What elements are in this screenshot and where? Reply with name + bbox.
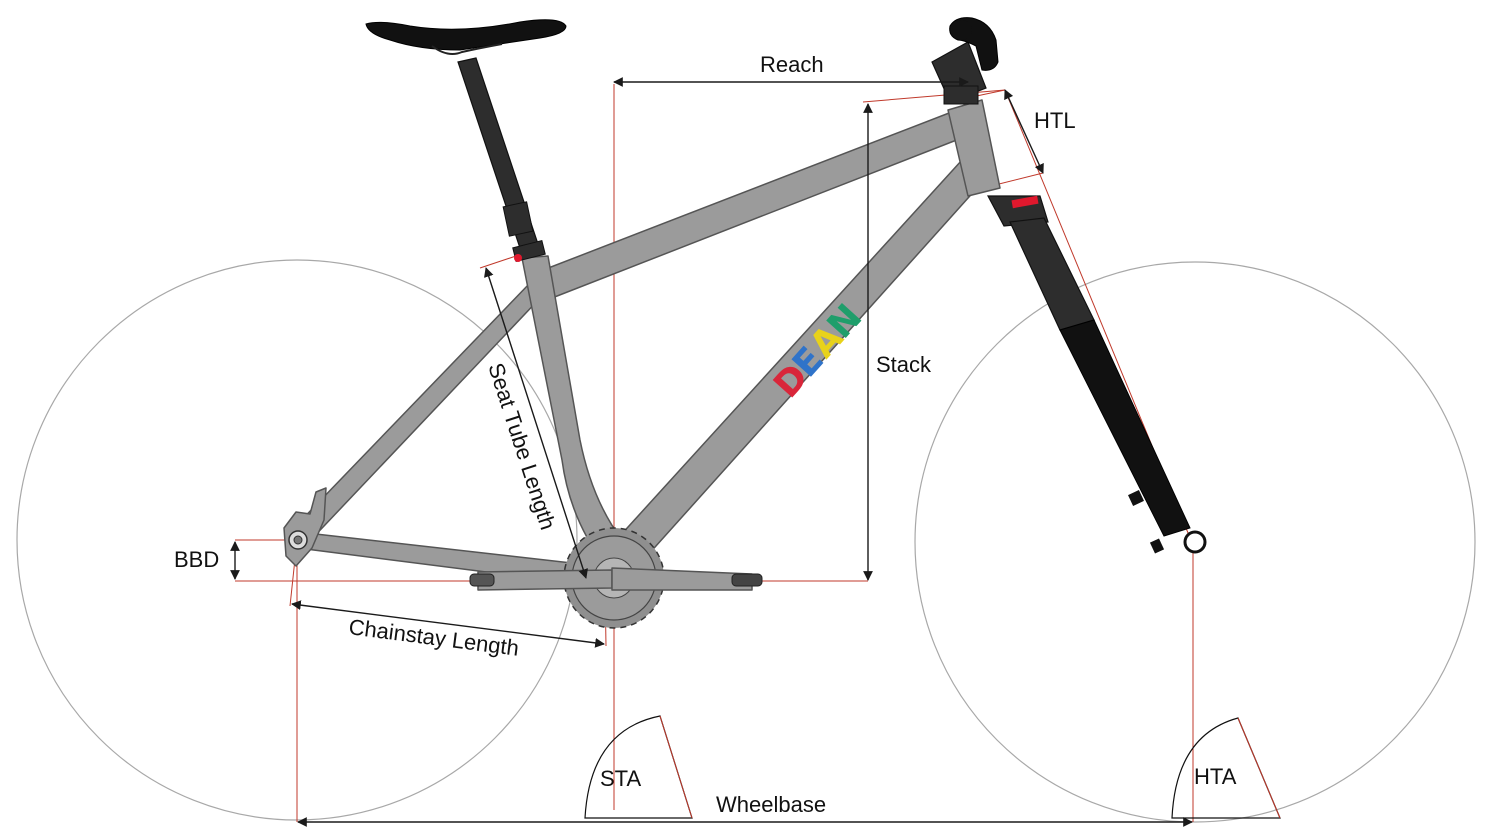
saddle	[365, 19, 567, 51]
chainstay-length-label: Chainstay Length	[347, 614, 520, 661]
fork-lower-leg	[1059, 319, 1191, 537]
logo: D E A N	[766, 297, 870, 406]
seat-tube-length-dimension	[484, 267, 588, 579]
saddle-rail	[431, 43, 503, 55]
stack-label: Stack	[876, 352, 932, 377]
fork-red-accent	[1011, 195, 1039, 209]
rear-dropout	[283, 487, 327, 567]
chainstay-length-dimension	[291, 600, 605, 648]
reach-label: Reach	[760, 52, 824, 77]
pedal-front	[731, 573, 763, 587]
pedal-rear	[469, 573, 495, 587]
front-wheel	[914, 261, 1476, 823]
wheelbase-label: Wheelbase	[716, 792, 826, 817]
htl-dimension	[1004, 89, 1044, 174]
fork-tab	[1149, 538, 1165, 554]
sta-label: STA	[600, 766, 641, 791]
htl-label: HTL	[1034, 108, 1076, 133]
crank-arm-front	[611, 567, 753, 591]
front-axle	[1183, 530, 1207, 554]
hta-label: HTA	[1194, 764, 1237, 789]
top-tube	[537, 107, 973, 299]
seatpost-collar	[502, 201, 534, 237]
bbd-label: BBD	[174, 547, 219, 572]
hta-angle-wedge	[1171, 717, 1281, 819]
sta-angle-wedge	[584, 715, 693, 819]
headset-spacer	[943, 85, 979, 105]
fork-brake-mount	[1128, 490, 1144, 506]
crank-arm-rear	[477, 569, 613, 591]
